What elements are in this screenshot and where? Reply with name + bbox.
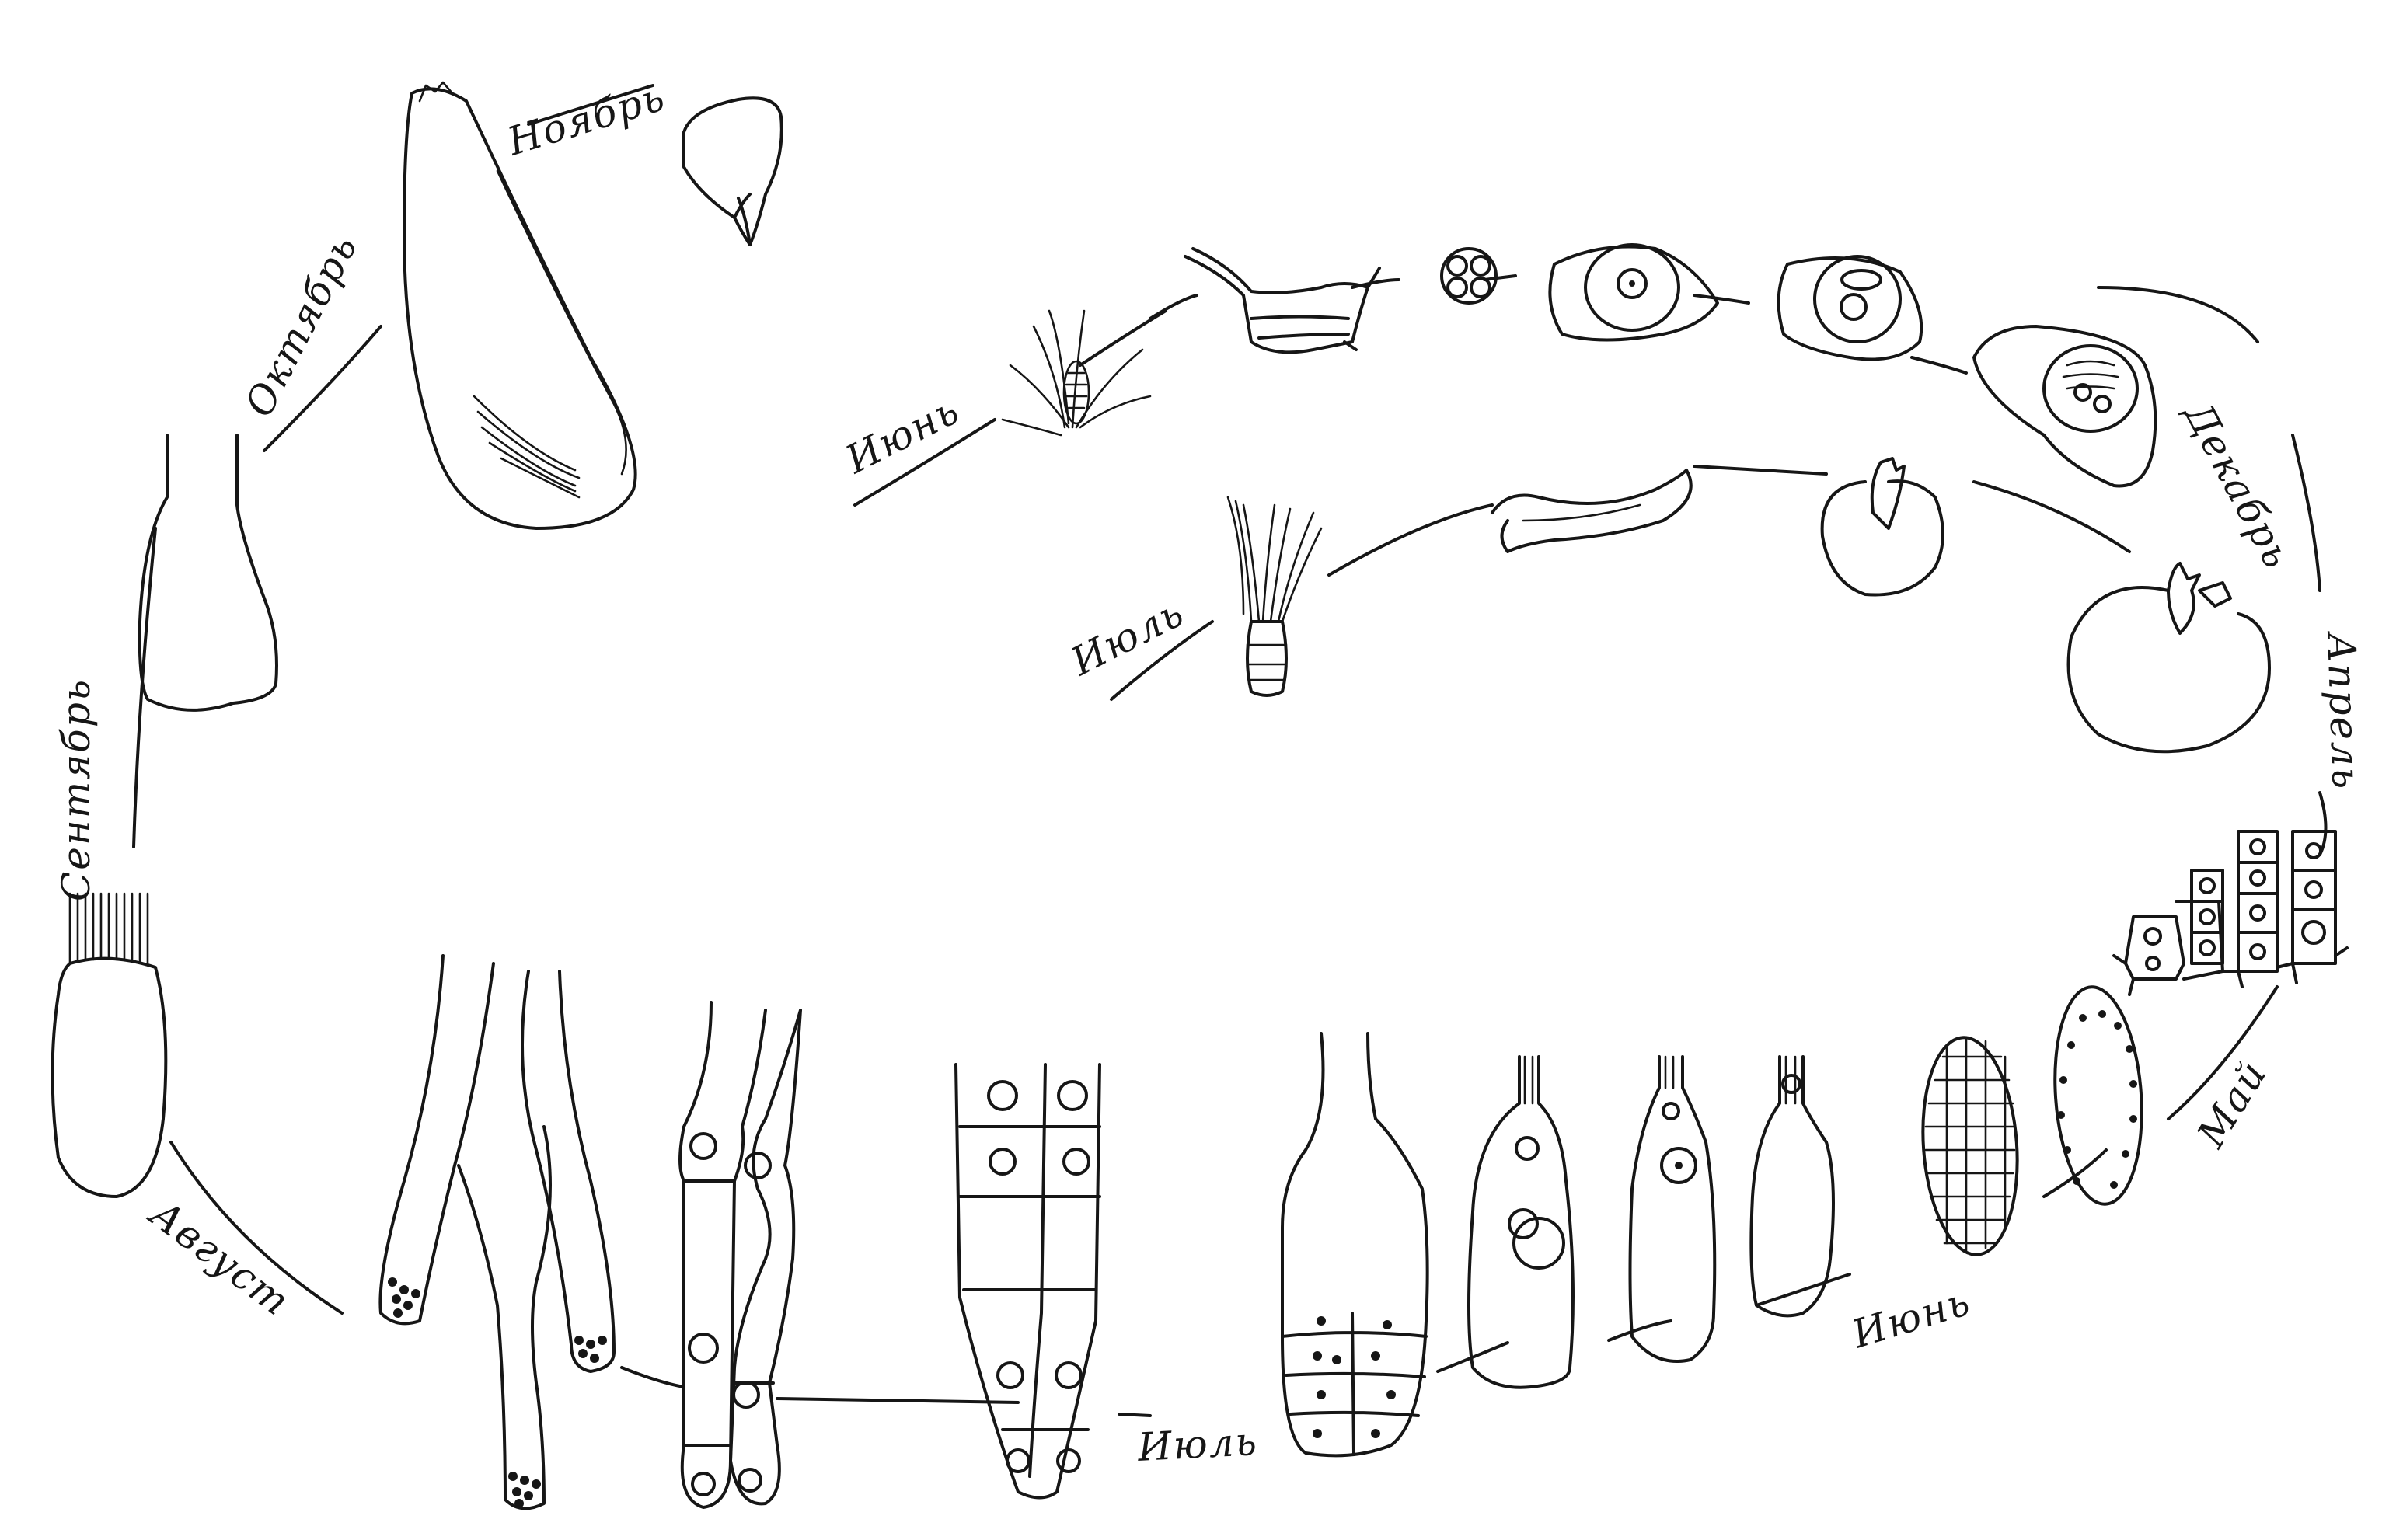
label-april: Апрель (2318, 629, 2369, 791)
november-cap-stage (684, 98, 782, 245)
paired-cell-chain (680, 1002, 800, 1507)
label-may: Май (2188, 1053, 2276, 1156)
september-sac-stage (140, 435, 277, 710)
label-june-lower: Июнь (1847, 1278, 1976, 1357)
uninucleate-egg-stage (1550, 245, 1718, 340)
july-tuft-stage (1228, 497, 1321, 695)
grid-sac-stage (1282, 1033, 1428, 1455)
nucleus-sac-stage (1630, 1057, 1715, 1361)
vacuole-sac-stage (1469, 1057, 1573, 1388)
dense-spore-oval (1916, 1034, 2024, 1258)
young-sac-stage (1751, 1057, 1833, 1315)
august-spore-stage (53, 894, 166, 1197)
pod-stage (1185, 249, 1379, 352)
december-cyst-stage (1974, 326, 2155, 486)
sprouting-sphere-stage (1822, 458, 1943, 595)
binucleate-egg-stage (1779, 256, 1922, 360)
april-sclerotium-stage (2069, 563, 2269, 751)
label-july-lower: Июль (1136, 1419, 1260, 1470)
label-november: Ноябрь (502, 74, 671, 165)
germ-tube-cluster (380, 956, 614, 1508)
tetrad-cell-stage (1442, 249, 1496, 303)
june-tuft-stage (1003, 311, 1150, 435)
cell-column-pair (956, 1064, 1100, 1498)
sparse-spore-oval (2048, 984, 2148, 1207)
label-september: Сентябрь (54, 678, 99, 901)
label-december: Декабрь (2175, 394, 2300, 577)
cell-tissue-stage (2114, 831, 2347, 995)
outer-cycle-line (134, 85, 2326, 1416)
label-june-upper: Июнь (838, 387, 967, 483)
label-july-upper: Июль (1063, 590, 1191, 685)
worm-stage (1492, 470, 1691, 552)
label-october: Октябрь (236, 227, 367, 424)
month-labels: Ноябрь Октябрь Сентябрь Август Июнь Июль… (54, 74, 2369, 1470)
